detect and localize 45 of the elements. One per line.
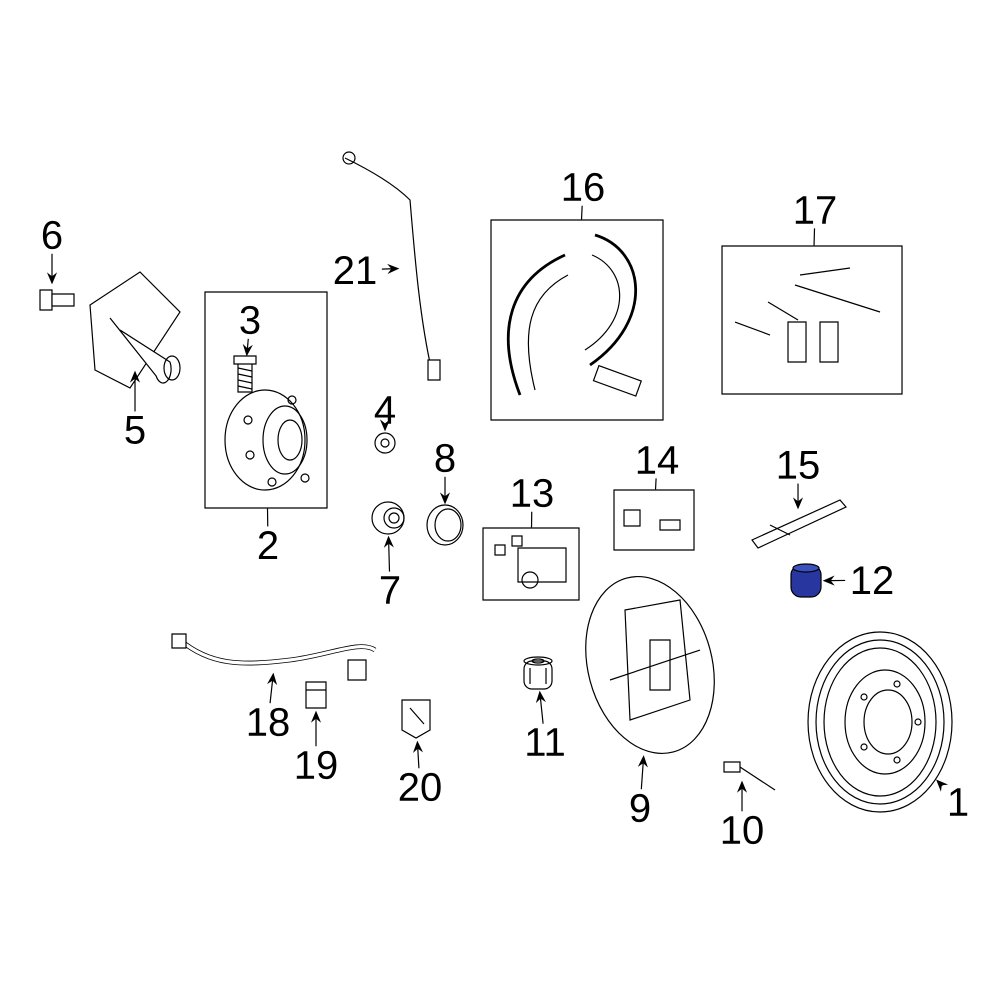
parts-group-box — [204, 291, 328, 509]
callout-number: 5 — [125, 416, 144, 444]
cap-drawing — [790, 563, 822, 598]
callout-number: 2 — [258, 531, 278, 559]
callout-number: 12 — [852, 566, 892, 594]
callout-number: 19 — [296, 750, 336, 780]
callout-number: 15 — [778, 451, 819, 479]
parts-group-box — [490, 219, 664, 421]
callout-number: 16 — [564, 172, 604, 202]
leader-line — [654, 478, 657, 490]
parts-group-box — [482, 527, 580, 601]
callout-number: 3 — [240, 306, 260, 334]
bolt-drawing — [233, 355, 257, 393]
brake-hose-drawing — [171, 633, 376, 681]
leader-line — [530, 512, 532, 528]
backing-plate-drawing — [585, 576, 715, 754]
clip-drawing — [401, 699, 431, 739]
adjuster-drawing — [751, 499, 847, 549]
callout-number: 10 — [722, 816, 763, 844]
leader-line — [266, 508, 268, 526]
callout-number: 17 — [796, 196, 836, 224]
callout-number: 7 — [380, 576, 400, 604]
bleeder-screw-drawing — [723, 761, 776, 791]
bushing-drawing — [523, 656, 553, 690]
callout-number: 20 — [400, 772, 441, 802]
spindle-drawing — [89, 271, 181, 389]
callout-number: 4 — [374, 396, 395, 424]
callout-number: 6 — [42, 220, 62, 250]
parts-group-box — [613, 489, 695, 551]
washer-drawing — [374, 432, 396, 454]
seal-drawing — [426, 504, 464, 546]
callout-number: 11 — [527, 728, 564, 756]
nut-drawing — [371, 501, 405, 535]
parts-group-box — [721, 245, 903, 395]
callout-number: 18 — [248, 708, 288, 736]
callout-number: 14 — [638, 446, 678, 474]
bolt-drawing — [39, 289, 75, 311]
fitting-drawing — [305, 681, 327, 709]
callout-number: 9 — [630, 794, 650, 822]
callout-number: 13 — [512, 478, 552, 508]
callout-number: 21 — [334, 256, 376, 284]
leader-line — [580, 206, 583, 220]
callout-number: 1 — [950, 788, 968, 816]
callout-number: 8 — [436, 444, 454, 472]
leader-line — [813, 228, 816, 246]
